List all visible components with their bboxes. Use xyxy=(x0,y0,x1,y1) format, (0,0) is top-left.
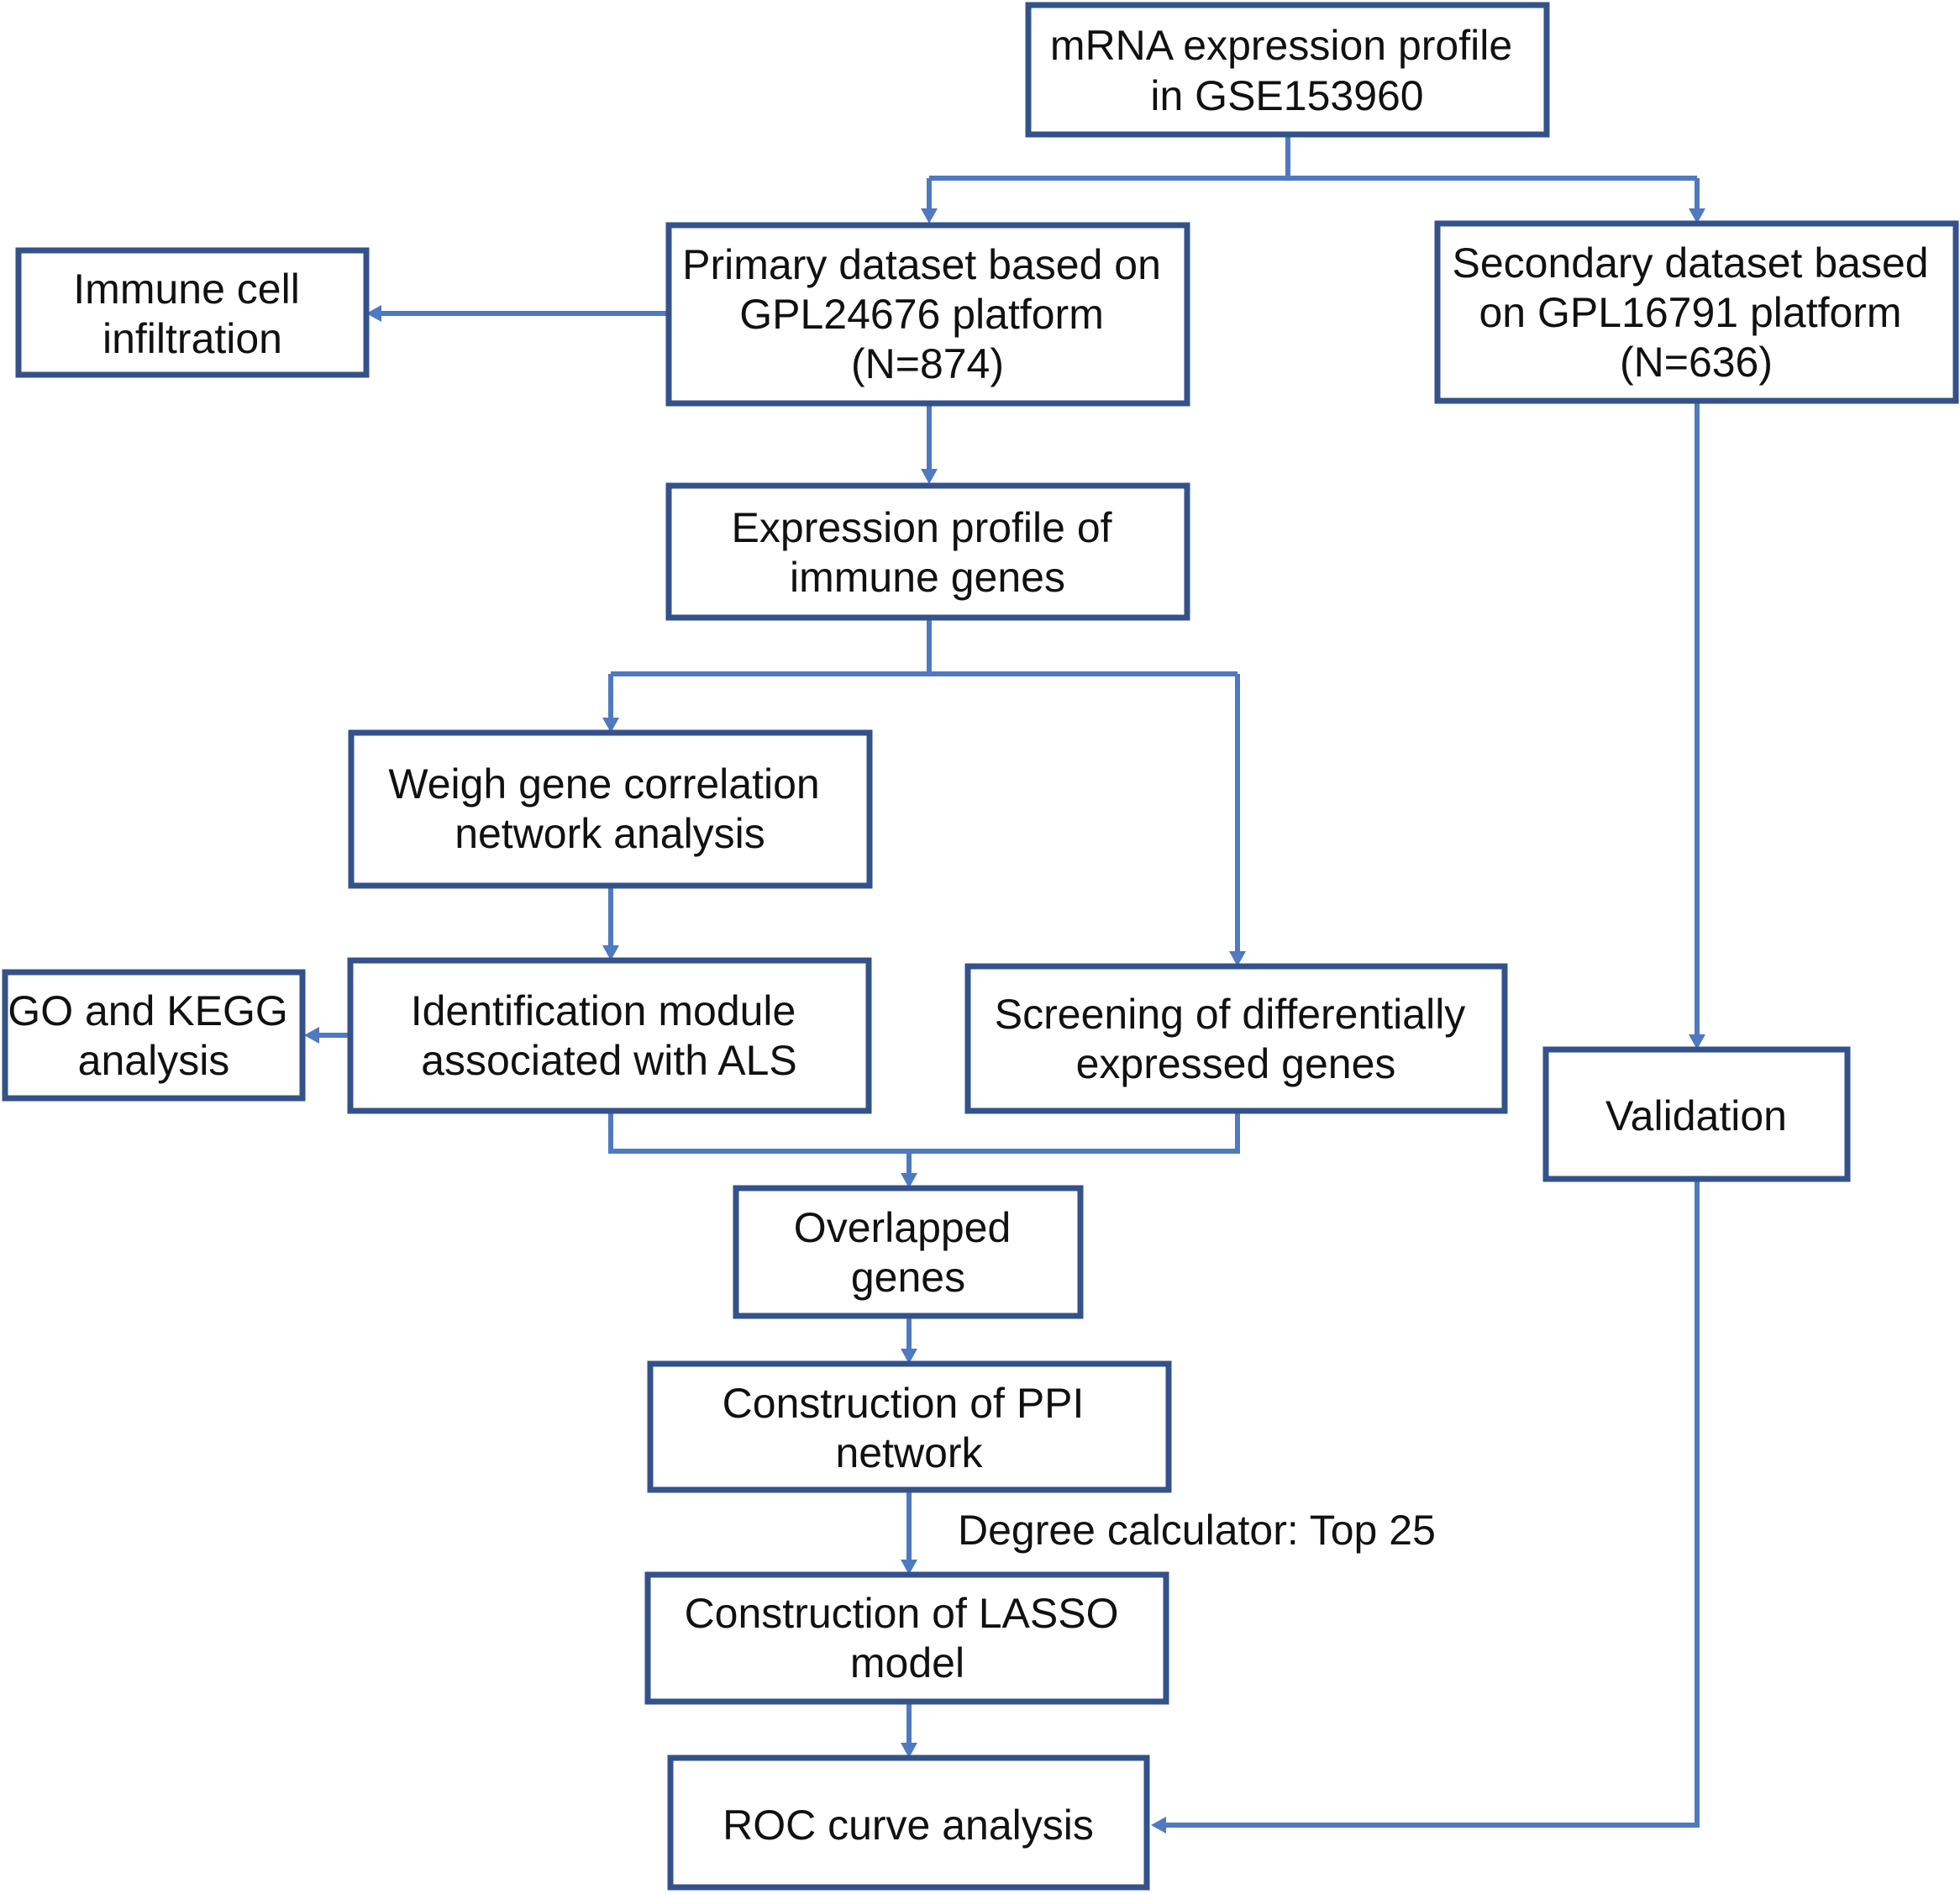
node-lasso-model: Construction of LASSO model xyxy=(644,1571,1169,1705)
node-line: genes xyxy=(851,1254,965,1301)
node-text: Construction of LASSO model xyxy=(685,1590,1131,1686)
node-ppi-network: Construction of PPI network xyxy=(647,1360,1172,1493)
node-line: associated with ALS xyxy=(421,1037,797,1084)
node-text: Weigh gene correlation network analysis xyxy=(388,760,831,857)
node-identification-module: Identification module associated with AL… xyxy=(347,957,872,1114)
arrowhead-to-identification xyxy=(602,945,619,960)
node-line: Validation xyxy=(1605,1092,1787,1139)
node-line: expressed genes xyxy=(1076,1040,1396,1087)
connector-merge-overlapped xyxy=(608,1111,1240,1175)
node-immune-cell-infiltration: Immune cell infiltration xyxy=(15,247,370,378)
node-line: infiltration xyxy=(102,315,282,362)
arrowhead-to-lasso xyxy=(901,1560,917,1575)
node-screening-deg: Screening of differentially expressed ge… xyxy=(964,963,1508,1114)
node-primary-dataset: Primary dataset based on GPL24676 platfo… xyxy=(665,222,1190,407)
node-line: GO and KEGG xyxy=(8,987,287,1034)
node-roc-curve-analysis: ROC curve analysis xyxy=(667,1755,1150,1891)
node-text: Validation xyxy=(1605,1092,1787,1139)
node-line: GPL24676 platform xyxy=(739,291,1104,338)
arrowhead-to-ppi xyxy=(901,1349,917,1364)
node-line: analysis xyxy=(78,1037,230,1084)
node-text: Secondary dataset based on GPL16791 plat… xyxy=(1453,239,1941,386)
node-line: Construction of PPI xyxy=(723,1380,1085,1427)
node-text: Screening of differentially expressed ge… xyxy=(995,991,1477,1087)
node-line: Overlapped xyxy=(794,1204,1012,1251)
node-text: ROC curve analysis xyxy=(723,1802,1094,1849)
connectors xyxy=(304,134,1705,1833)
node-secondary-dataset: Secondary dataset based on GPL16791 plat… xyxy=(1434,220,1959,404)
arrowhead-to-immune-cell xyxy=(366,305,381,322)
arrowhead-to-overlapped xyxy=(901,1173,917,1188)
node-line: mRNA expression profile xyxy=(1050,22,1512,69)
connector-validation-roc xyxy=(1163,1179,1700,1828)
arrowhead-to-wgcna xyxy=(602,718,619,733)
node-text: Expression profile of immune genes xyxy=(732,504,1124,601)
node-text: Primary dataset based on GPL24676 platfo… xyxy=(682,241,1173,387)
node-line: (N=874) xyxy=(851,340,1004,387)
node-line: Construction of LASSO xyxy=(685,1590,1119,1637)
node-line: (N=636) xyxy=(1620,339,1773,386)
connector-expression-split xyxy=(608,618,1240,953)
node-mrna-expression-profile: mRNA expression profile in GSE153960 xyxy=(1025,2,1550,138)
node-line: model xyxy=(850,1639,964,1686)
node-line: in GSE153960 xyxy=(1150,72,1423,119)
arrowhead-to-secondary xyxy=(1689,208,1705,224)
node-line: Primary dataset based on xyxy=(682,241,1161,288)
edge-label-degree-calculator: Degree calculator: Top 25 xyxy=(958,1507,1436,1554)
node-validation: Validation xyxy=(1542,1046,1851,1182)
node-expression-profile: Expression profile of immune genes xyxy=(665,482,1190,621)
node-line: Weigh gene correlation xyxy=(388,760,819,808)
node-line: Immune cell xyxy=(73,266,300,313)
node-text: GO and KEGG analysis xyxy=(8,987,299,1084)
node-line: network analysis xyxy=(455,810,765,857)
node-line: Expression profile of xyxy=(732,504,1112,551)
node-line: immune genes xyxy=(790,554,1065,601)
node-overlapped-genes: Overlapped genes xyxy=(733,1185,1084,1319)
node-text: Identification module associated with AL… xyxy=(411,987,808,1084)
arrowhead-to-roc xyxy=(901,1743,917,1758)
node-line: Screening of differentially xyxy=(995,991,1466,1038)
arrowhead-validation-to-roc xyxy=(1151,1817,1166,1833)
node-line: network xyxy=(835,1429,983,1476)
node-text: Construction of PPI network xyxy=(723,1380,1096,1476)
node-line: ROC curve analysis xyxy=(723,1802,1094,1849)
node-text: Overlapped genes xyxy=(794,1204,1022,1301)
node-line: on GPL16791 platform xyxy=(1479,289,1901,336)
connector-mrna-split xyxy=(927,134,1700,210)
node-go-kegg-analysis: GO and KEGG analysis xyxy=(2,969,306,1102)
node-line: Secondary dataset based xyxy=(1453,239,1929,287)
node-line: Identification module xyxy=(411,987,796,1034)
arrowhead-to-screening xyxy=(1229,951,1246,966)
node-text: Immune cell infiltration xyxy=(73,266,311,362)
arrowhead-to-expression xyxy=(921,469,938,484)
arrowhead-to-validation xyxy=(1689,1034,1705,1050)
node-wgcna: Weigh gene correlation network analysis xyxy=(348,729,873,889)
arrowhead-to-gokegg xyxy=(304,1027,319,1044)
node-text: mRNA expression profile in GSE153960 xyxy=(1050,22,1524,119)
arrowhead-to-primary xyxy=(921,208,938,224)
